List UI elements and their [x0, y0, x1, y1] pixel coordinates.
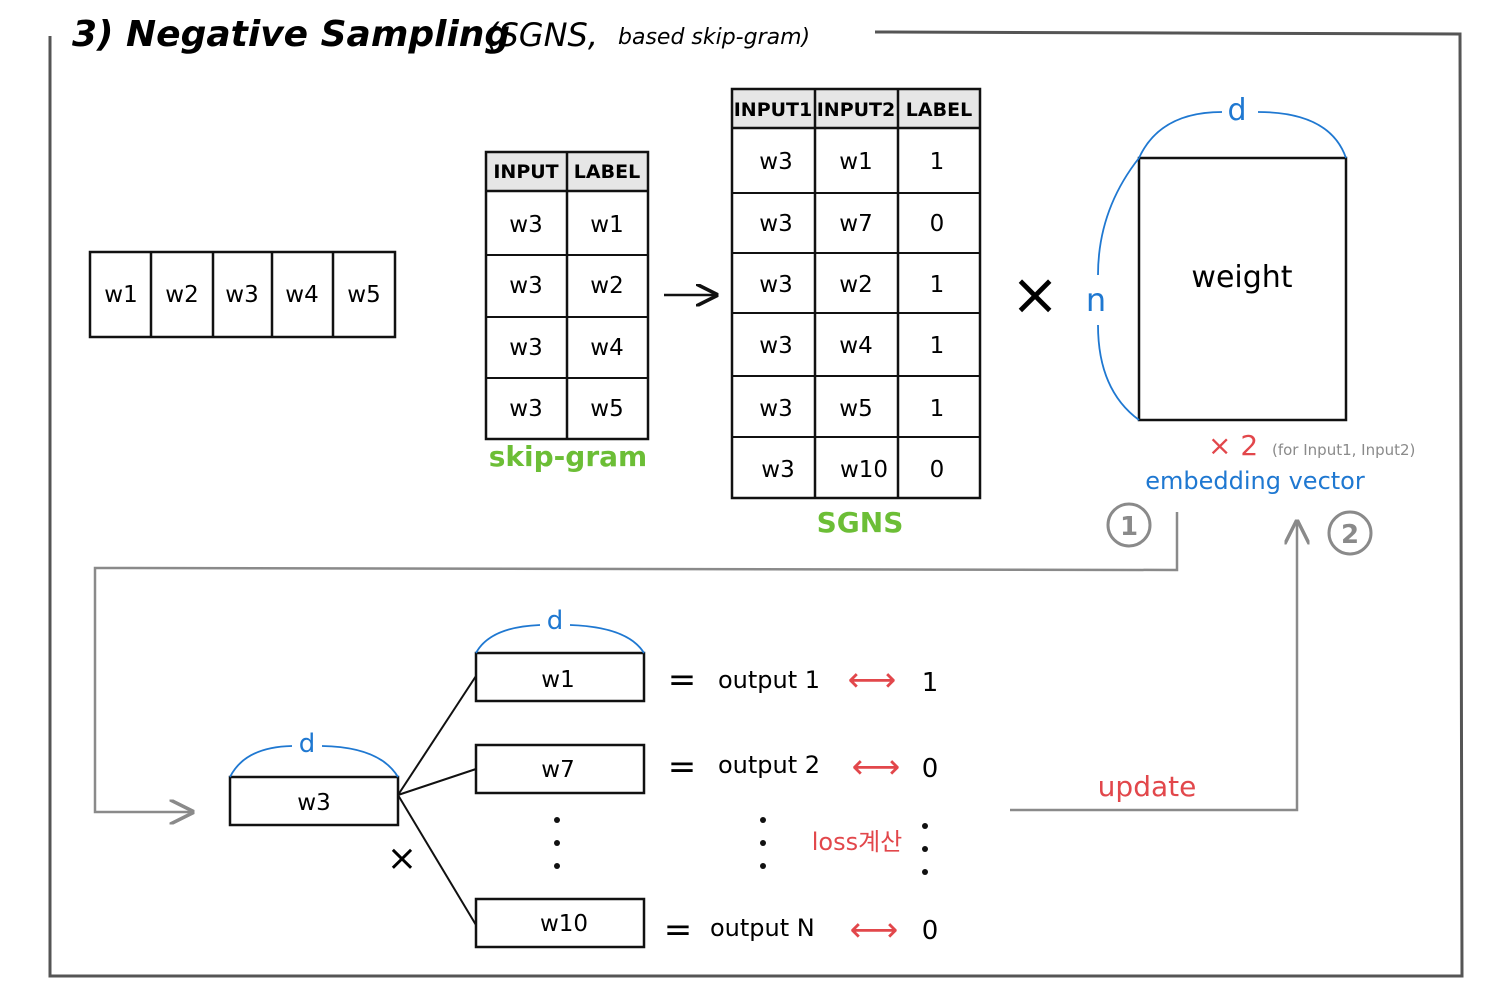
- context-vector-label: w7: [541, 757, 574, 783]
- page-title-small: based skip-gram): [618, 25, 810, 50]
- sgns-cell: 1: [930, 149, 945, 175]
- skipgram-header: LABEL: [574, 161, 640, 183]
- weight-caption: embedding vector: [1145, 467, 1365, 495]
- output-label: output N: [710, 914, 815, 942]
- page-title-paren: (SGNS,: [486, 16, 598, 54]
- input-dim-brace: [229, 745, 399, 778]
- sgns-cell: w1: [839, 149, 872, 175]
- step-two-label: 2: [1341, 520, 1359, 550]
- skipgram-cell: w3: [509, 396, 542, 422]
- skipgram-header: INPUT: [493, 161, 558, 183]
- sentence-word: w3: [225, 282, 258, 308]
- weight-note: (for Input1, Input2): [1272, 441, 1415, 459]
- equals-sign: =: [668, 660, 697, 700]
- sgns-cell: w10: [840, 457, 888, 483]
- sgns-header: INPUT2: [817, 99, 896, 121]
- sgns-cell: 1: [930, 396, 945, 422]
- context-vector: [474, 651, 646, 703]
- page-title: 3) Negative Sampling: [72, 14, 510, 55]
- context-vector-label: w1: [541, 667, 574, 693]
- step-one-icon: [1106, 502, 1152, 548]
- sgns-header: LABEL: [906, 99, 972, 121]
- sgns-cell: w5: [839, 396, 872, 422]
- skipgram-cell: w3: [509, 335, 542, 361]
- sgns-table: INPUT1 INPUT2 LABEL w3 w1 1 w3 w7 0 w3 w…: [730, 87, 982, 500]
- skipgram-caption: skip-gram: [489, 440, 647, 473]
- sentence-row: w1 w2 w3 w4 w5: [88, 250, 397, 339]
- sgns-cell: w3: [759, 149, 792, 175]
- skipgram-cell: w4: [590, 335, 623, 361]
- skipgram-cell: w3: [509, 273, 542, 299]
- skipgram-table: INPUT LABEL w3 w1 w3 w2 w3 w4 w3 w5: [484, 150, 650, 441]
- compare-arrow-icon: ⟷: [848, 660, 897, 700]
- context-dim-label: d: [547, 606, 564, 636]
- input-dim-label: d: [299, 729, 316, 759]
- loss-label: loss계산: [812, 828, 903, 856]
- weight-dim-top: d: [1227, 93, 1246, 128]
- weight-multiplier: × 2: [1208, 429, 1258, 462]
- context-vector: [474, 743, 646, 795]
- input-vector-label: w3: [297, 790, 330, 816]
- context-dim-brace: [475, 624, 645, 654]
- weight-dim-side: n: [1086, 281, 1106, 319]
- target-label: 0: [922, 916, 939, 946]
- step-two-icon: [1327, 510, 1373, 556]
- skipgram-cell: w3: [509, 212, 542, 238]
- sentence-word: w1: [104, 282, 137, 308]
- weight-matrix: [1137, 156, 1348, 422]
- lookup-arrow: [93, 512, 1179, 812]
- weight-dim-side-brace: [1097, 157, 1140, 421]
- context-vector: [474, 897, 646, 949]
- sgns-cell: 0: [930, 457, 945, 483]
- skipgram-cell: w2: [590, 273, 623, 299]
- weight-label: weight: [1191, 260, 1292, 295]
- sgns-cell: w7: [839, 211, 872, 237]
- fan-line: [397, 768, 477, 796]
- sgns-cell: w3: [759, 333, 792, 359]
- compare-arrow-icon: ⟷: [850, 910, 899, 950]
- sgns-header: INPUT1: [734, 99, 813, 121]
- target-label: 1: [922, 668, 939, 698]
- sgns-cell: 1: [930, 333, 945, 359]
- output-label: output 1: [718, 666, 820, 694]
- sgns-cell: w3: [761, 457, 794, 483]
- ellipsis-dots: [554, 817, 928, 875]
- skipgram-cell: w1: [590, 212, 623, 238]
- sgns-cell: w3: [759, 396, 792, 422]
- input-vector: [228, 775, 400, 827]
- target-label: 0: [922, 754, 939, 784]
- sgns-cell: w4: [839, 333, 872, 359]
- weight-dim-top-brace: [1138, 111, 1347, 159]
- step-one-label: 1: [1120, 512, 1138, 542]
- update-arrow: [1010, 522, 1297, 812]
- fan-line: [397, 794, 477, 926]
- outer-frame: [48, 30, 1464, 978]
- sentence-word: w5: [347, 282, 380, 308]
- skipgram-cell: w5: [590, 396, 623, 422]
- sentence-word: w2: [165, 282, 198, 308]
- equals-sign: =: [668, 747, 697, 787]
- context-vector-label: w10: [540, 911, 588, 937]
- sgns-caption: SGNS: [817, 506, 904, 539]
- compare-arrow-icon: ⟷: [852, 747, 901, 787]
- sentence-word: w4: [285, 282, 318, 308]
- sgns-cell: 0: [930, 211, 945, 237]
- fan-line: [397, 675, 477, 796]
- output-label: output 2: [718, 751, 820, 779]
- sgns-cell: w2: [839, 272, 872, 298]
- multiply-sign: ×: [1011, 260, 1060, 328]
- sgns-cell: 1: [930, 272, 945, 298]
- equals-sign: =: [664, 910, 693, 950]
- sgns-cell: w3: [759, 211, 792, 237]
- bottom-multiply-sign: ×: [387, 838, 417, 879]
- update-label: update: [1098, 770, 1197, 803]
- sgns-cell: w3: [759, 272, 792, 298]
